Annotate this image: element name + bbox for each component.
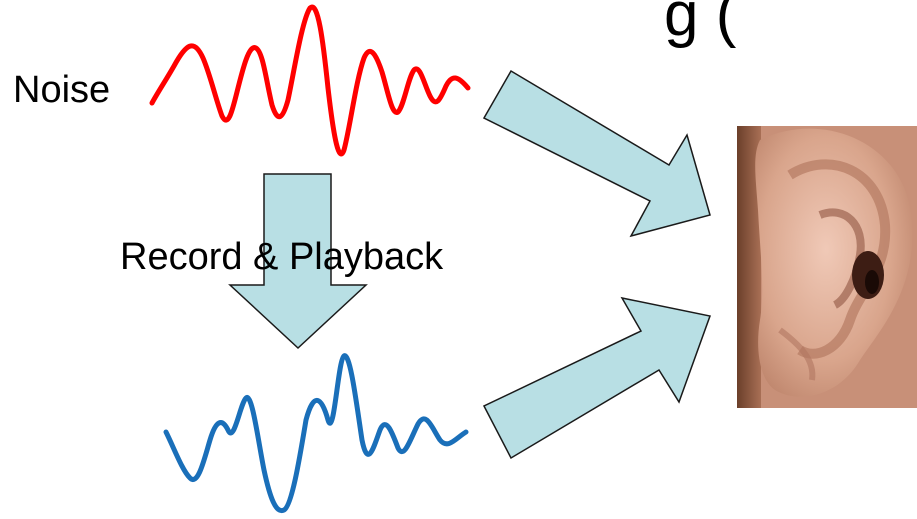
slide-title-fragment: g ( xyxy=(664,0,737,49)
arrow-record-playback xyxy=(228,173,368,350)
arrow-playback-to-ear xyxy=(482,296,711,460)
arrow-noise-to-ear xyxy=(482,69,711,238)
playback-waveform xyxy=(163,353,469,514)
noise-label: Noise xyxy=(13,69,111,111)
record-playback-label: Record & Playback xyxy=(120,236,444,278)
ear-image xyxy=(737,126,917,408)
noise-waveform xyxy=(149,4,471,157)
